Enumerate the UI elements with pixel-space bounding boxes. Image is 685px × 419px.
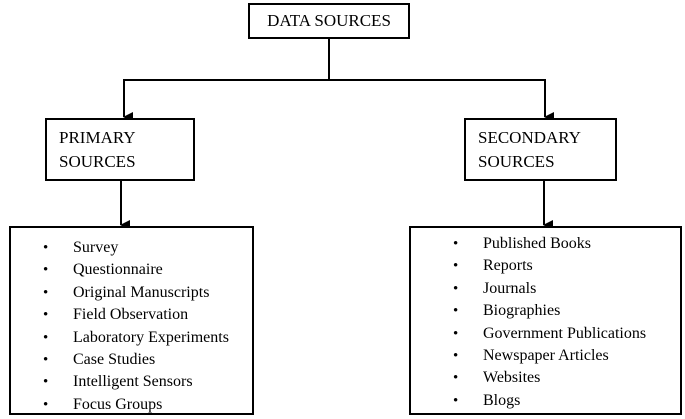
list-item: Survey [43,237,252,260]
primary-sources-list-box: Survey Questionnaire Original Manuscript… [9,226,254,417]
secondary-sources-list: Published Books Reports Journals Biograp… [453,233,680,413]
data-sources-label: DATA SOURCES [267,11,391,30]
list-item: Reports [453,255,680,278]
list-item: Original Manuscripts [43,282,252,305]
list-item: Laboratory Experiments [43,327,252,350]
data-sources-box: DATA SOURCES [248,3,410,39]
list-item: Government Publications [453,323,680,346]
list-item: Biographies [453,300,680,323]
secondary-sources-title-line2: SOURCES [478,152,555,171]
list-item: Published Books [453,233,680,256]
primary-sources-title-line2: SOURCES [59,152,136,171]
list-item: Case Studies [43,349,252,372]
list-item: Intelligent Sensors [43,371,252,394]
secondary-sources-title-line1: SECONDARY [478,128,581,147]
list-item: Websites [453,367,680,390]
list-item: Blogs [453,390,680,413]
primary-sources-box: PRIMARY SOURCES [45,118,195,181]
primary-sources-title-line1: PRIMARY [59,128,136,147]
list-item: Newspaper Articles [453,345,680,368]
list-item: Field Observation [43,304,252,327]
secondary-sources-list-box: Published Books Reports Journals Biograp… [409,226,682,415]
primary-sources-list: Survey Questionnaire Original Manuscript… [43,237,252,417]
list-item: Journals [453,278,680,301]
list-item: Focus Groups [43,394,252,417]
secondary-sources-box: SECONDARY SOURCES [464,118,617,181]
list-item: Questionnaire [43,259,252,282]
